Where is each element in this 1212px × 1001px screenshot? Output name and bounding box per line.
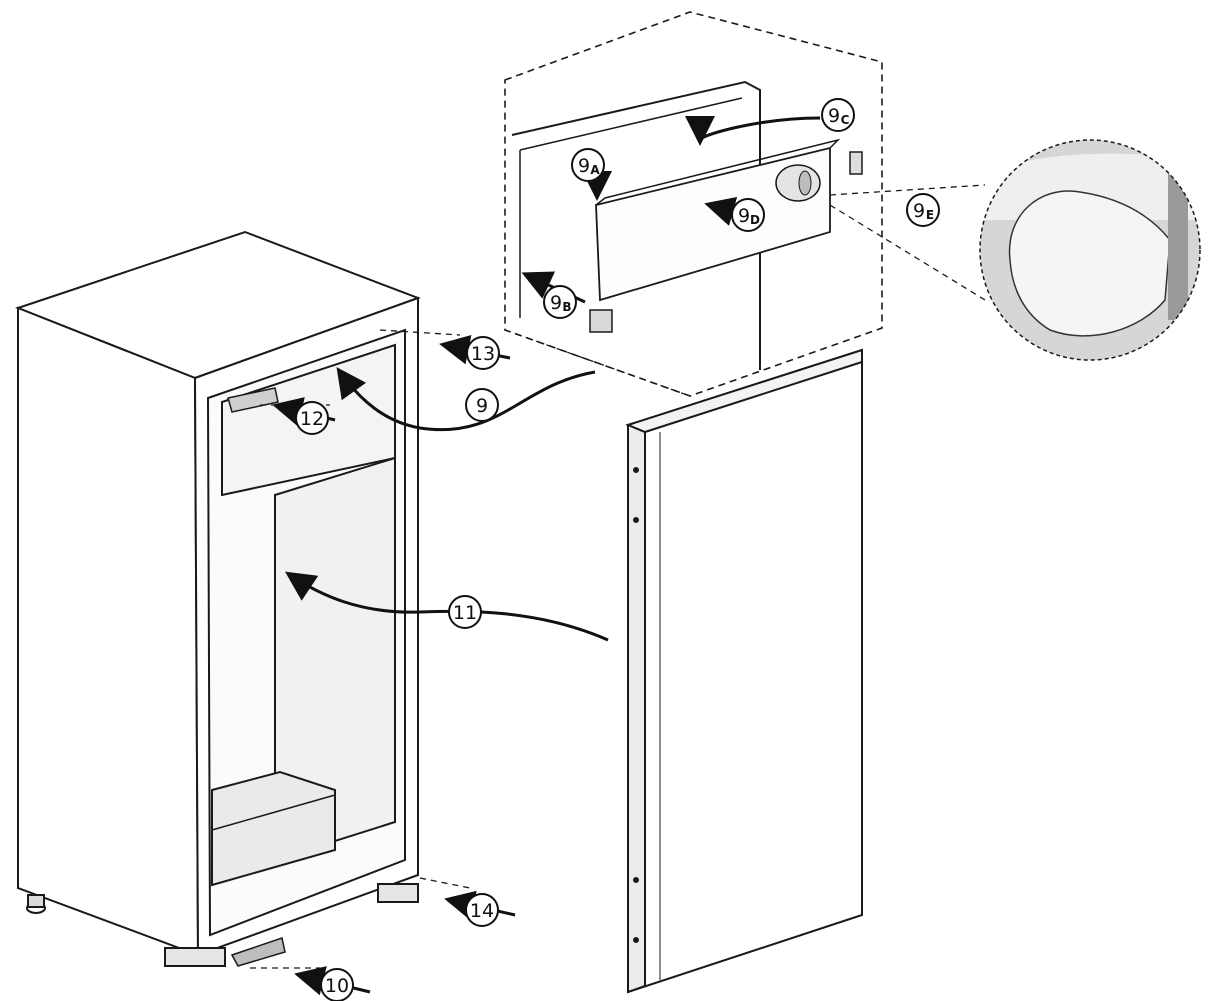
callout-number: 9 — [476, 395, 488, 417]
door — [625, 348, 863, 994]
hinge-bottom — [230, 937, 286, 967]
bracket-part — [589, 309, 613, 333]
arrow-11 — [285, 571, 609, 642]
door-top — [625, 348, 863, 434]
callout-number: 9 — [913, 200, 925, 222]
front-foot-right — [377, 883, 419, 903]
arrow-9 — [336, 367, 596, 432]
detail-exploded-view — [504, 11, 883, 397]
cabinet — [15, 230, 421, 967]
callout-suffix: C — [841, 113, 850, 127]
callout-circle — [466, 336, 500, 370]
callout-suffix: A — [590, 163, 600, 177]
arrow-9d — [704, 197, 738, 226]
callout-number: 14 — [470, 900, 494, 922]
door-front — [627, 348, 863, 994]
callout-circle — [465, 893, 499, 927]
callout-9: 9 — [465, 388, 499, 422]
callout-suffix: B — [562, 300, 571, 314]
callout-11: 11 — [448, 595, 482, 629]
front-foot — [164, 947, 226, 967]
callout-circle — [571, 148, 605, 182]
callout-number: 9 — [578, 155, 590, 177]
door-edge — [627, 418, 646, 994]
callout-number: 10 — [325, 975, 349, 997]
callout-14: 14 — [465, 893, 499, 927]
callout-12: 12 — [295, 401, 329, 435]
callout-number: 9 — [738, 205, 750, 227]
callout-number: 9 — [828, 105, 840, 127]
arrow-9c — [685, 115, 821, 146]
plug-part — [849, 151, 863, 175]
thermostat-knob — [775, 164, 821, 202]
crisper-box — [211, 770, 336, 887]
callout-circle — [543, 285, 577, 319]
callout-10: 10 — [320, 968, 354, 1001]
callout-number: 11 — [453, 602, 477, 624]
callout-circle — [465, 388, 499, 422]
callout-circle — [731, 198, 765, 232]
cabinet-side — [17, 306, 200, 957]
callout-suffix: E — [926, 208, 934, 222]
back-panel — [274, 456, 396, 862]
callout-circle — [320, 968, 354, 1001]
callout-number: 9 — [550, 292, 562, 314]
callout-circle — [821, 98, 855, 132]
callout-number: 12 — [300, 408, 324, 430]
callout-circle — [906, 193, 940, 227]
callout-circle — [448, 595, 482, 629]
callout-suffix: D — [750, 213, 760, 227]
callout-circle — [295, 401, 329, 435]
callout-13: 13 — [466, 336, 500, 370]
magnified-detail — [979, 139, 1201, 361]
callout-number: 13 — [471, 343, 495, 365]
